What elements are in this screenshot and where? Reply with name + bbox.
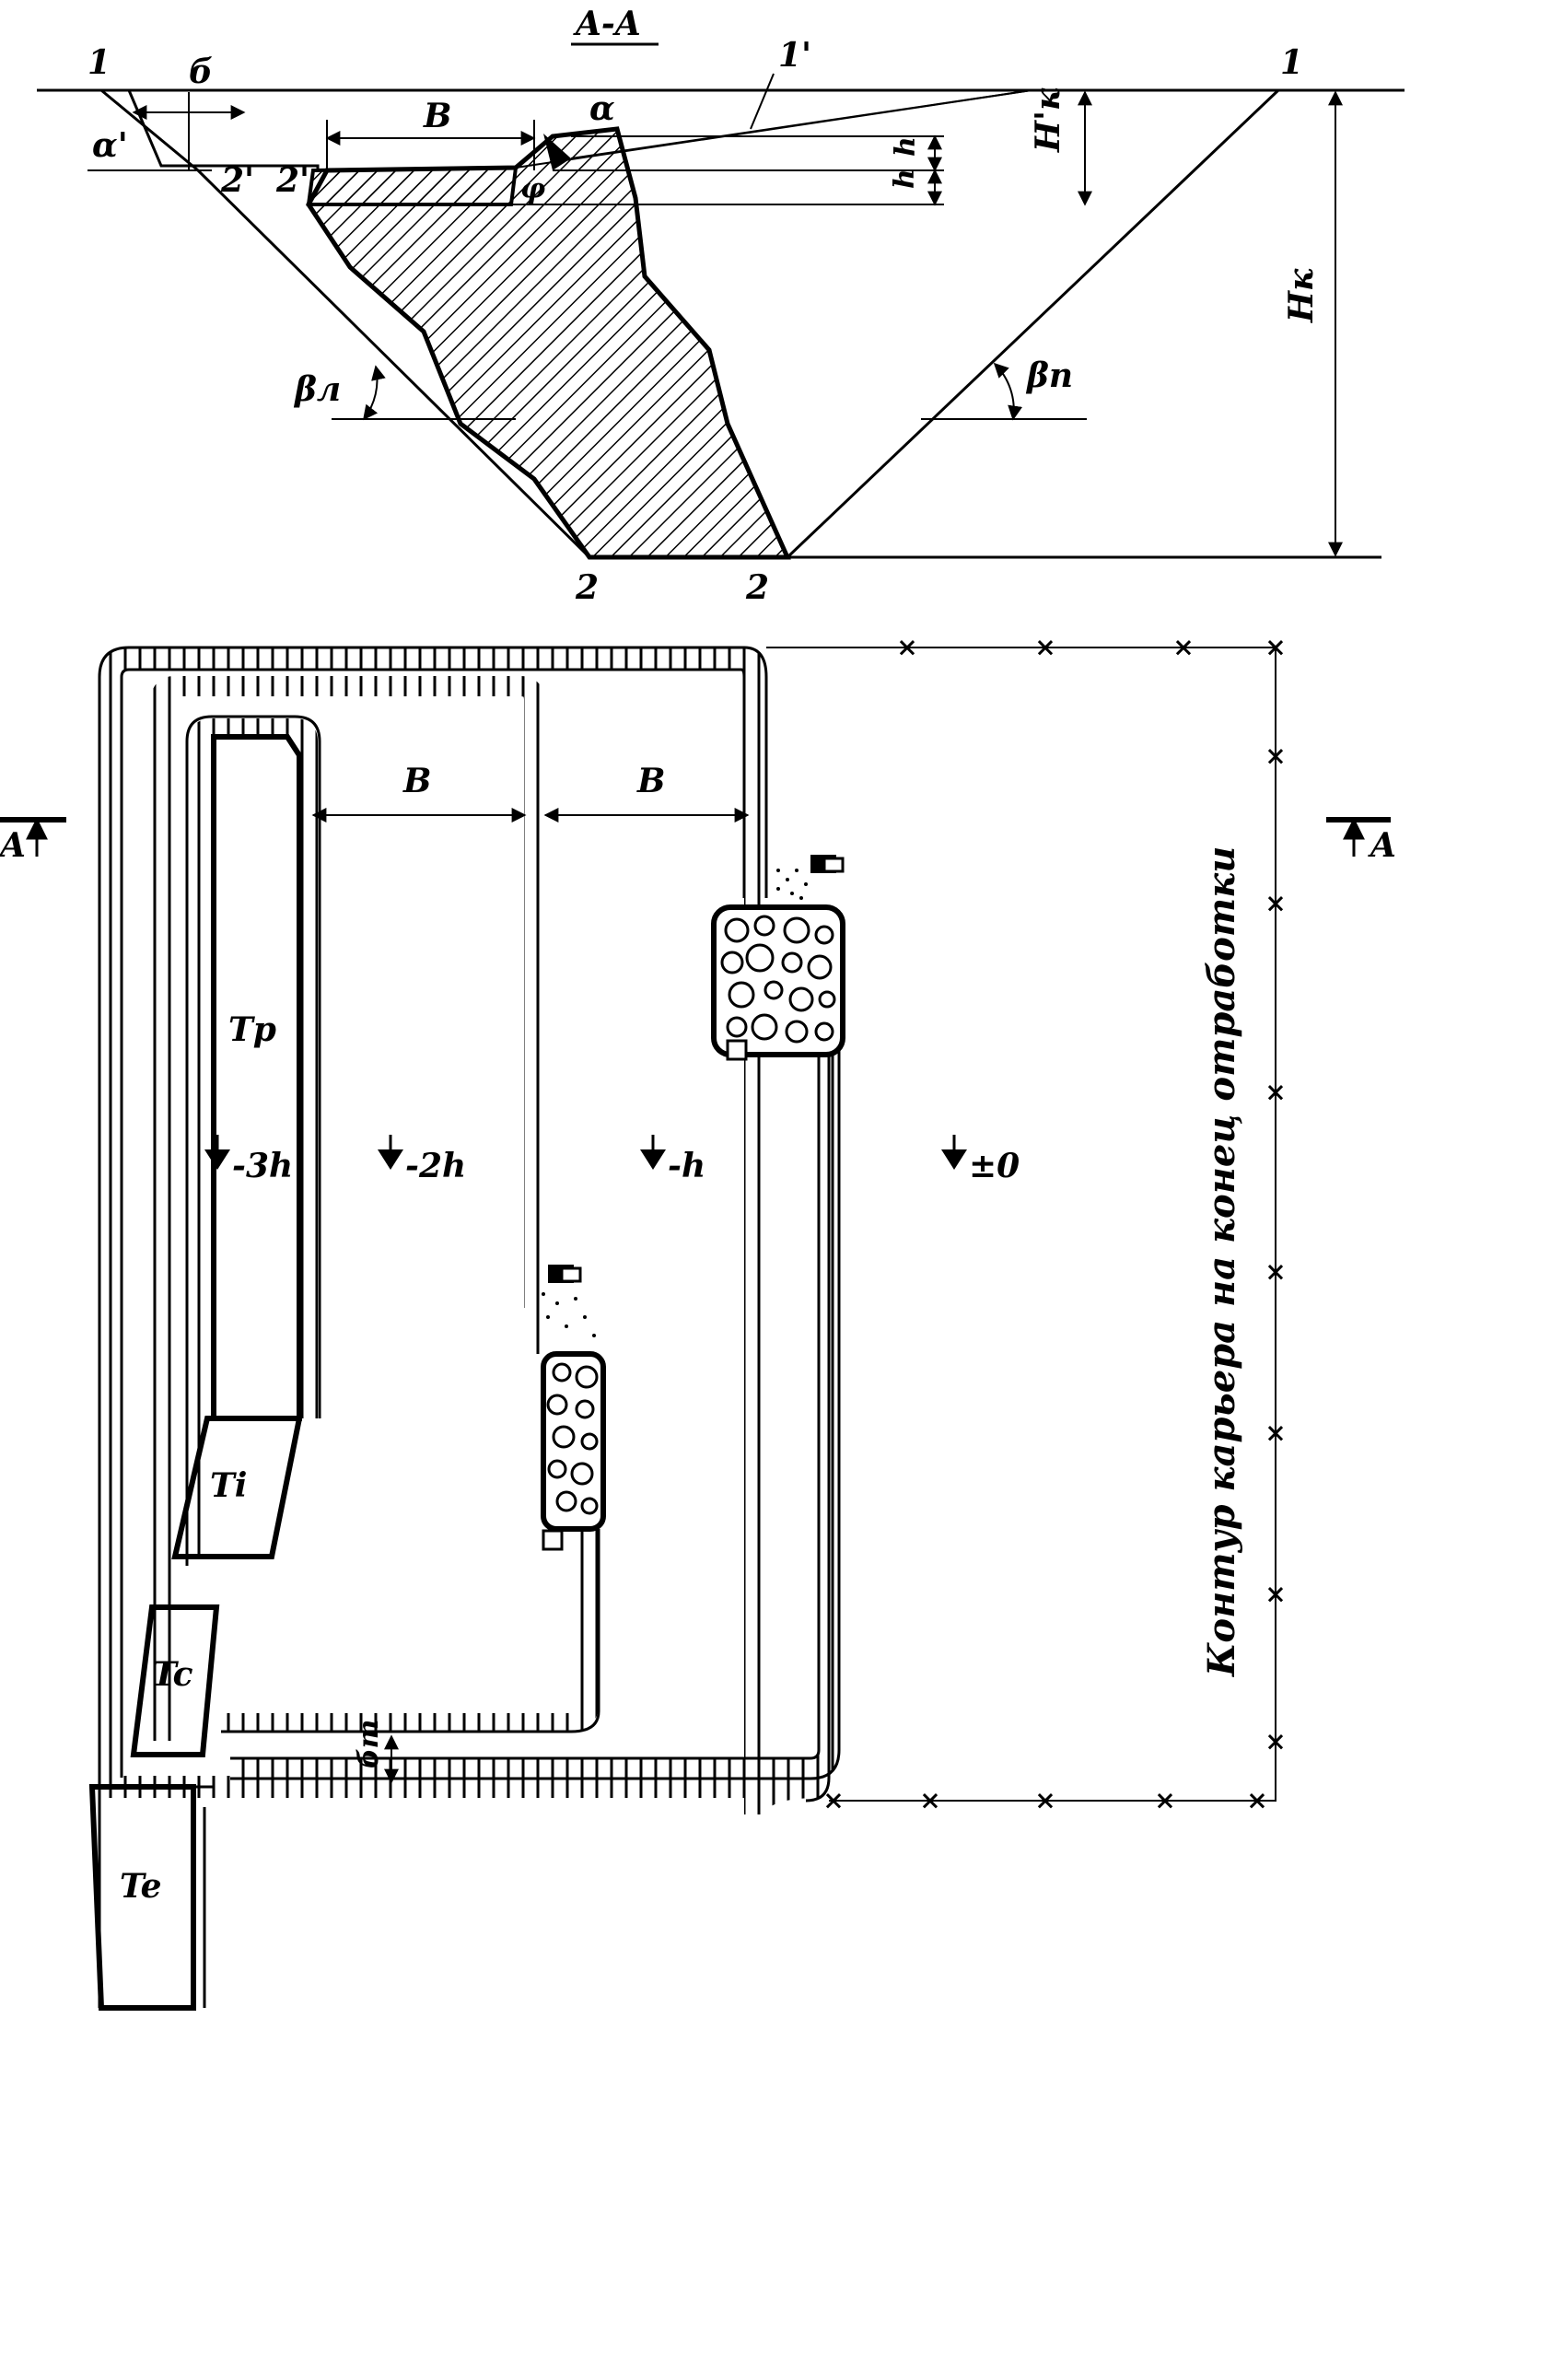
label-level-minus-h: -h (668, 1147, 705, 1185)
label-alpha: α (589, 89, 615, 128)
rubble-upper (711, 904, 845, 1057)
track-outer-edge-a (98, 646, 768, 1798)
label-dump-te: Te (120, 1867, 162, 1906)
contour-mark: × (896, 632, 917, 662)
label-beta-right: βп (1025, 356, 1073, 395)
label-p2-prime-b: 2' (275, 161, 309, 200)
label-section-mark-left: A (0, 826, 26, 865)
dump-tp (211, 734, 302, 1421)
bench-band-hatched (306, 165, 519, 206)
label-dump-tp: Tp (228, 1010, 276, 1049)
excavator-upper-icon (776, 855, 845, 900)
label-level-minus-3h: -3h (232, 1147, 293, 1185)
label-dump-tc: Tc (152, 1655, 193, 1694)
section-mark-left: A (0, 817, 66, 865)
track-level-3h (189, 718, 318, 1557)
label-p1-left: 1 (87, 43, 111, 82)
label-dump-ti: Ti (210, 1466, 247, 1505)
label-section-mark-right: A (1368, 826, 1396, 865)
contour-mark: × (1265, 1077, 1286, 1107)
contour-mark: × (1246, 1785, 1267, 1815)
contour-mark: × (1265, 1256, 1286, 1287)
pit-contour-line: × × × × × × × × × × × × × × × × Контур к… (766, 632, 1287, 1815)
contour-mark: × (1034, 632, 1055, 662)
dump-tc (130, 1604, 220, 1757)
label-width-b: B (423, 97, 451, 135)
contour-mark: × (822, 1785, 844, 1815)
label-hk: Hк (1282, 268, 1321, 323)
final-slope-right (786, 88, 1280, 559)
track-level-h-edge-b (230, 1050, 841, 1780)
label-p1-prime: 1' (778, 36, 811, 75)
contour-mark: × (1265, 1726, 1286, 1756)
label-delta: б (189, 52, 213, 91)
label-h1: h (890, 136, 922, 157)
label-beta-left: βл (293, 370, 341, 409)
label-p2-right: 2 (745, 568, 769, 607)
level-marker-minus-2h: -2h (378, 1135, 466, 1185)
contour-mark: × (1265, 632, 1286, 662)
label-p1-right: 1 (1280, 43, 1303, 82)
label-contour: Контур карьера на конец отработки (1200, 846, 1243, 1677)
label-level-zero: ±0 (969, 1147, 1020, 1185)
track-level-h (151, 676, 839, 1779)
label-phi: φ (520, 173, 545, 205)
label-level-minus-2h: -2h (405, 1147, 466, 1185)
track-outer-edge-b (120, 668, 746, 1778)
excavator-lower-icon (542, 1265, 596, 1337)
level-marker-minus-3h: -3h (204, 1135, 293, 1185)
label-p2-left: 2 (575, 568, 599, 607)
beta-left-arc (363, 365, 386, 421)
contour-mark: × (1154, 1785, 1175, 1815)
rubble-lower (541, 1351, 606, 1532)
contour-mark: × (1172, 632, 1194, 662)
wagon-lower-icon (542, 1529, 564, 1551)
contour-mark: × (1265, 1418, 1286, 1448)
dump-ti (171, 1416, 303, 1559)
line-2-prime (515, 89, 1032, 169)
label-h2: h (889, 169, 921, 189)
level-marker-minus-h: -h (640, 1135, 705, 1185)
plan-label-b2: B (636, 762, 665, 800)
beta-right-arc (993, 362, 1023, 421)
contour-mark: × (919, 1785, 940, 1815)
plan-label-delta-t: бт (353, 1720, 385, 1768)
wagon-upper-icon (726, 1039, 748, 1061)
contour-mark: × (1034, 1785, 1055, 1815)
section-mark-right: A (1326, 817, 1396, 865)
label-alpha-prime: α' (92, 126, 128, 165)
track-level-2h-inner (221, 1529, 600, 1733)
track-outer (99, 648, 821, 1816)
section-title: A-A (573, 5, 641, 43)
first-bench (127, 89, 320, 170)
track-outer-right-lower (805, 1050, 831, 1802)
level-marker-zero: ±0 (941, 1135, 1020, 1185)
plan-view: B B бт Tp Ti Tc Te -3h -2h -h ±0 (0, 632, 1396, 2011)
cross-section: A-A B б (37, 5, 1405, 607)
contour-mark: × (1265, 888, 1286, 918)
track-level-3h-edge (185, 715, 321, 1566)
contour-mark: × (1265, 1579, 1286, 1609)
label-hk-prime: H'к (1029, 88, 1067, 153)
label-p2-prime-a: 2' (220, 161, 254, 200)
track-level-h-edge-a (230, 1050, 821, 1760)
line-1-prime-tick (750, 73, 775, 130)
track-level-2h (152, 700, 599, 1732)
contour-mark: × (1265, 741, 1286, 771)
plan-label-b1: B (402, 762, 431, 800)
